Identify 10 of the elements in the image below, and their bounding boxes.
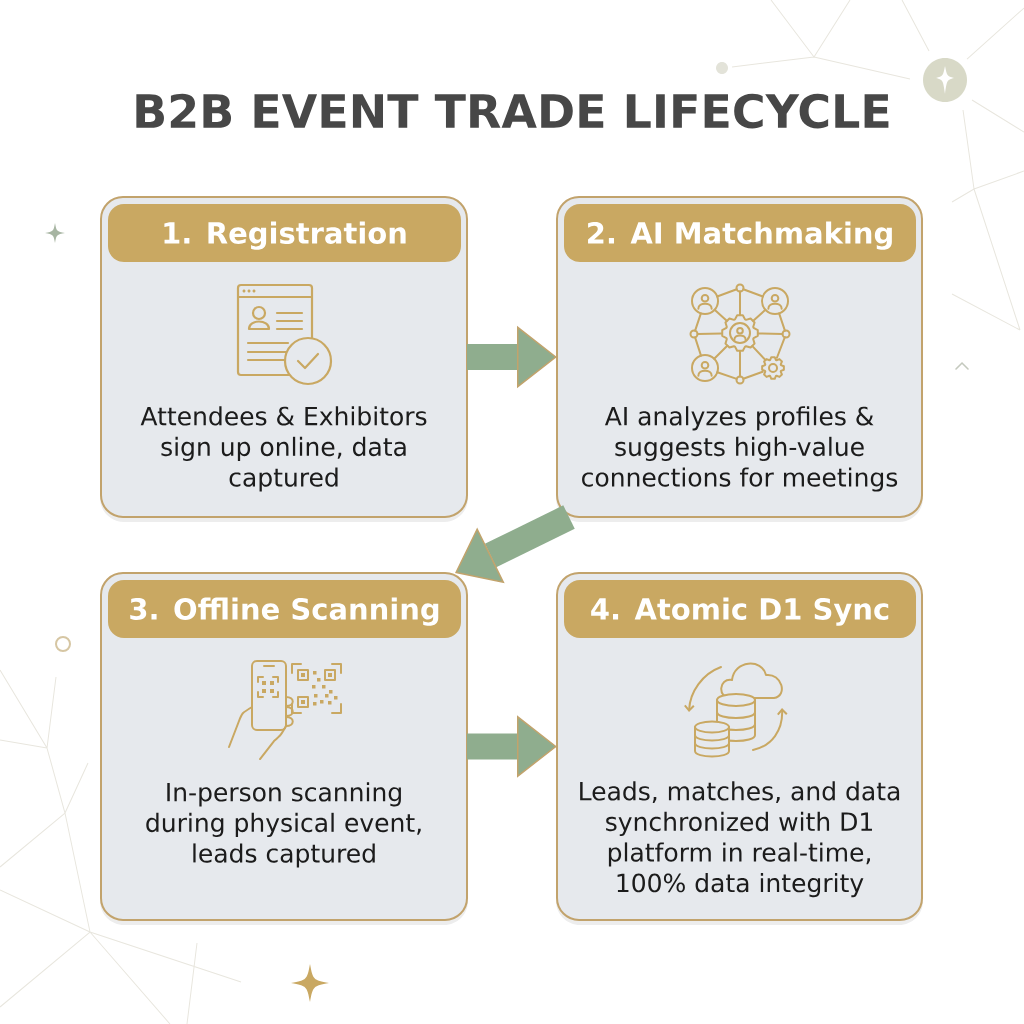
step-description: Attendees & Exhibitors sign up online, data captured (140, 406, 427, 492)
header-band: 1. Registration (108, 204, 461, 262)
step-description: Leads, matches, and data synchronized with D1 platform in real-time, 100% data integrity (580, 781, 900, 898)
block-arrow (455, 505, 575, 584)
step-description: AI analyzes profiles & suggests high-value connections for meetings (582, 406, 898, 492)
step-description: In-person scanning during physical event, leads captured (146, 782, 421, 868)
header-band: 4. Atomic D1 Sync (564, 580, 916, 638)
header-band: 2. AI Matchmaking (564, 204, 916, 262)
title: B2B EVENT TRADE LIFECYCLE (136, 93, 889, 129)
header-band: 3. Offline Scanning (108, 580, 461, 638)
